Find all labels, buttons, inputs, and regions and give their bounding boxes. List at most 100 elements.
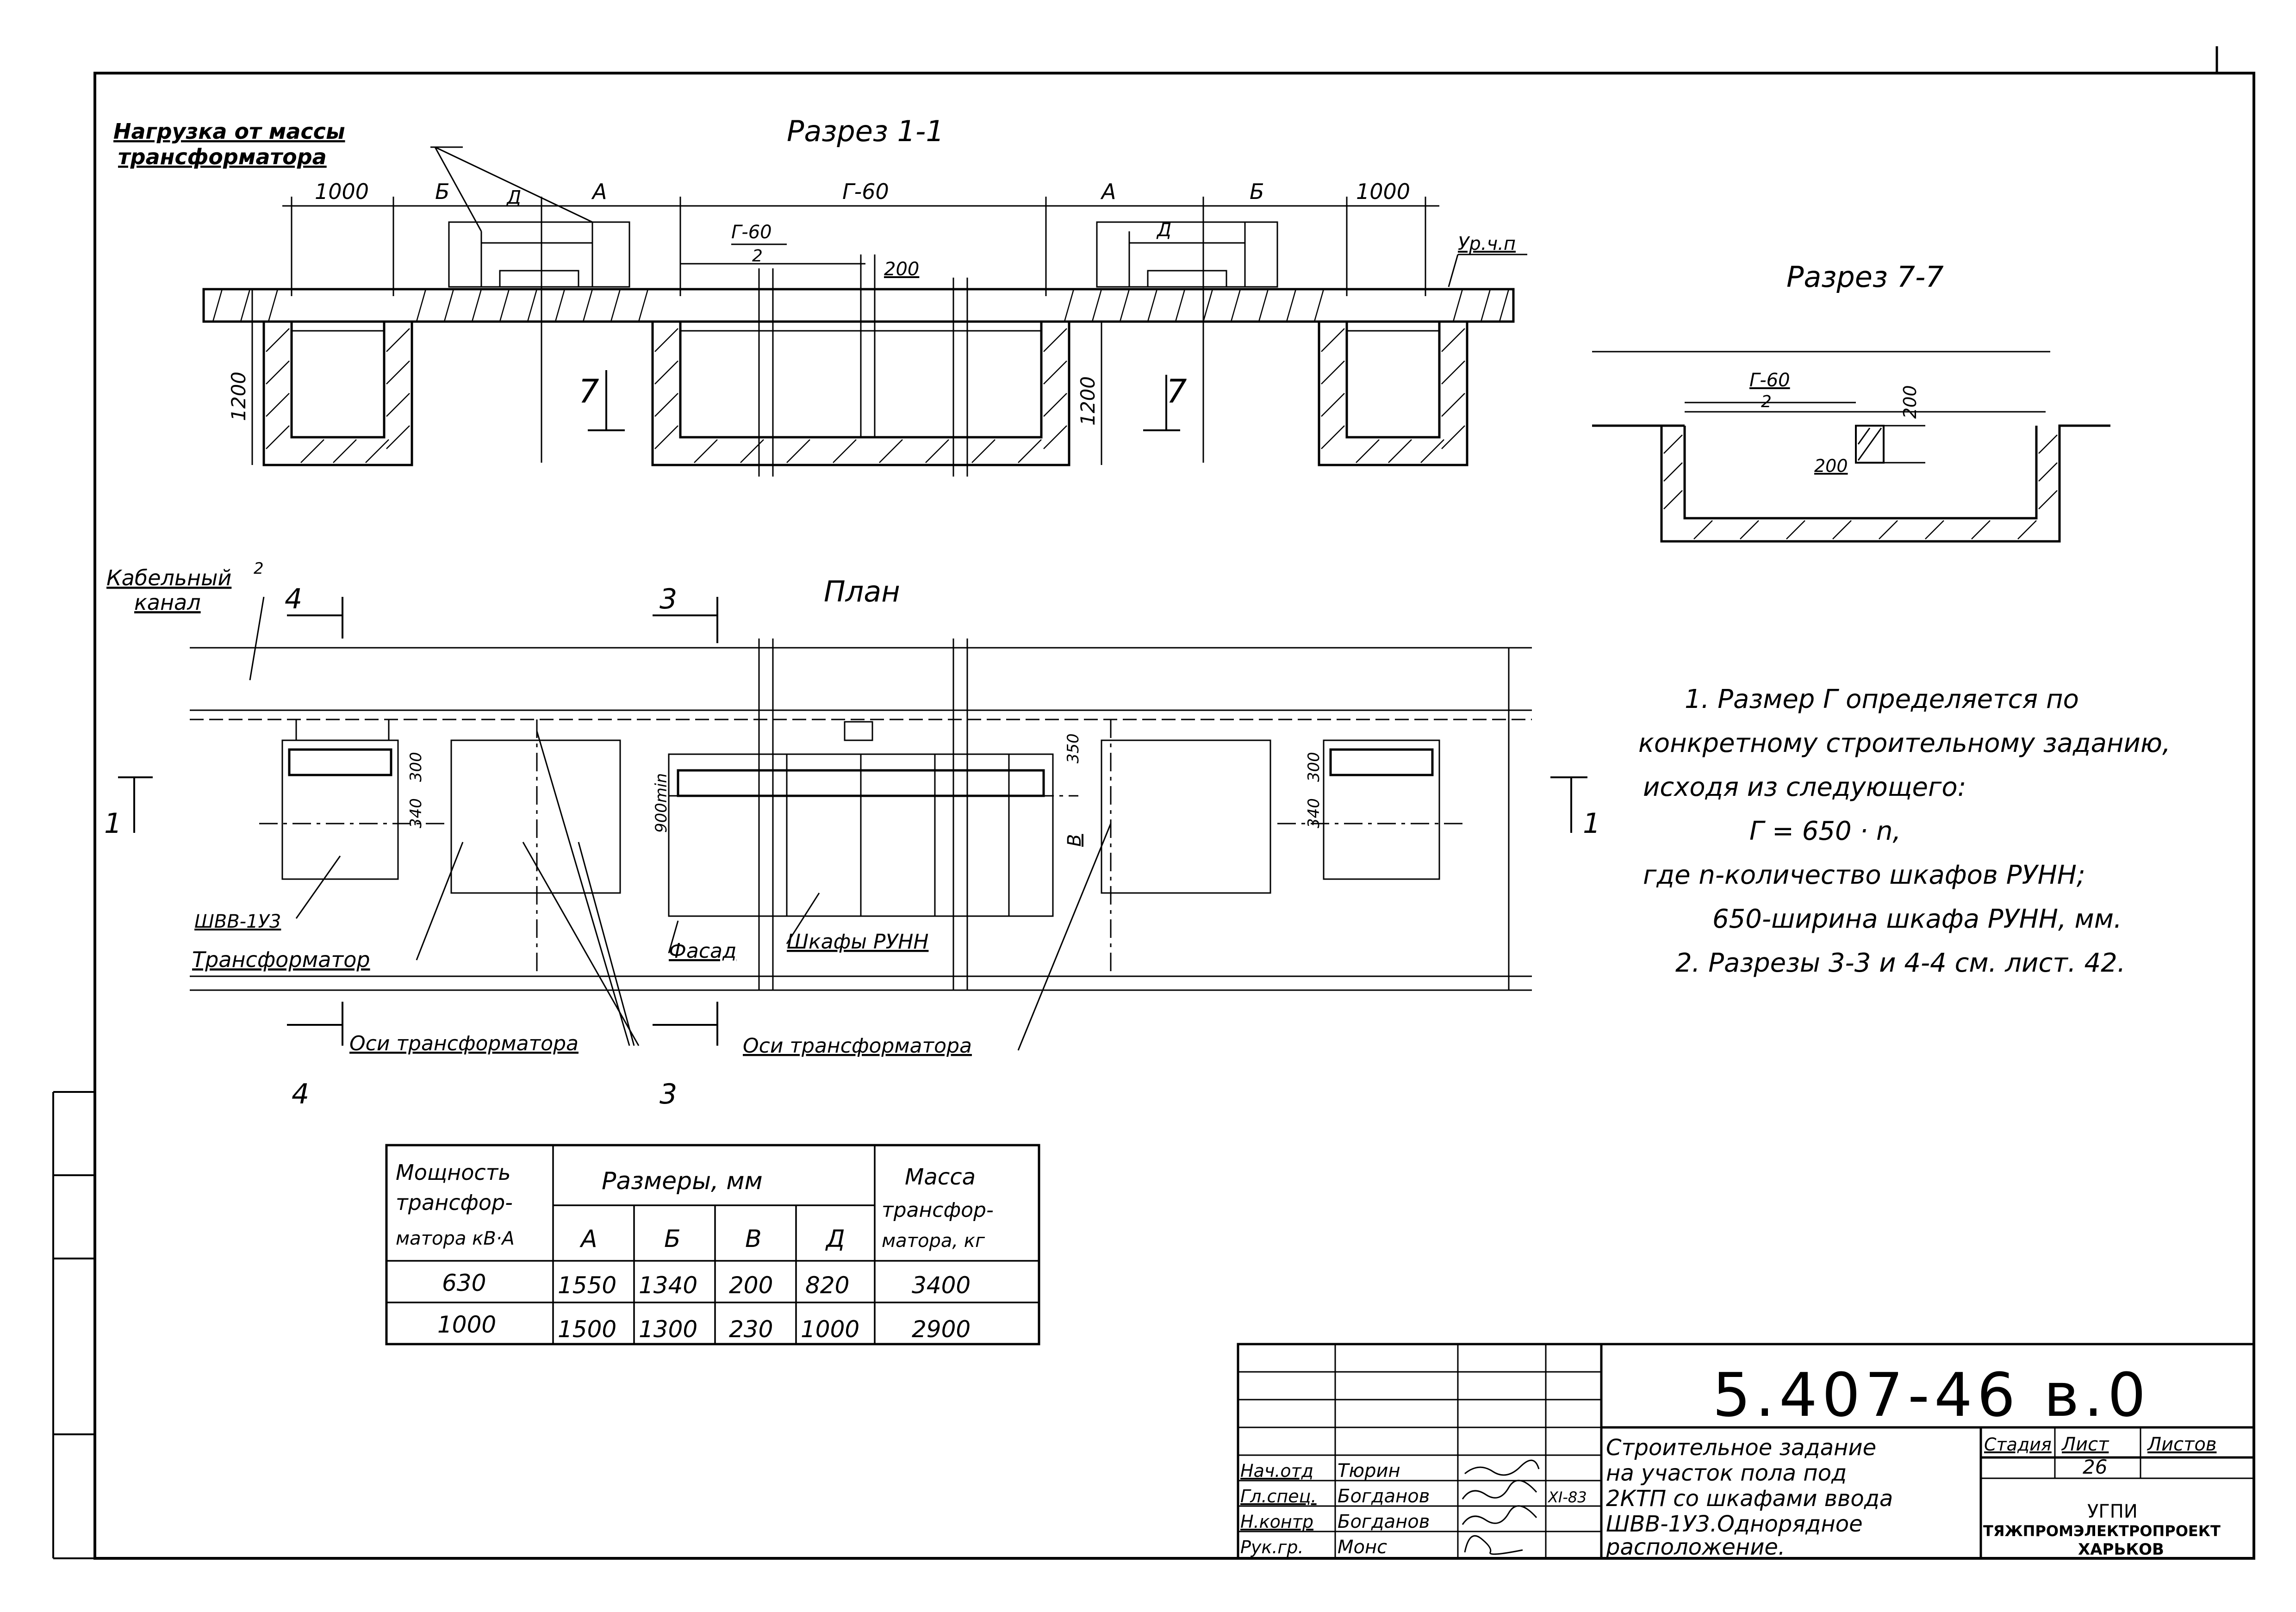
svg-text:трансфор-: трансфор- [396,1190,513,1215]
section-7-7: Разрез 7-7 Г-60 2 200 200 [1592,260,2110,543]
svg-text:3400: 3400 [912,1272,971,1299]
svg-text:ТЯЖПРОМЭЛЕКТРОПРОЕКТ: ТЯЖПРОМЭЛЕКТРОПРОЕКТ [1983,1522,2221,1540]
svg-text:3: 3 [660,1078,677,1110]
svg-text:трансфор-: трансфор- [882,1198,994,1222]
svg-text:1: 1 [1583,807,1600,840]
svg-text:Ур.ч.п: Ур.ч.п [1458,233,1516,254]
svg-text:300: 300 [407,752,425,782]
signatures [1462,1459,1540,1555]
svg-text:3: 3 [660,583,677,615]
svg-text:исходя из следующего:: исходя из следующего: [1643,772,1966,802]
svg-text:Б: Б [664,1225,681,1253]
svg-text:Шкафы РУНН: Шкафы РУНН [787,930,928,954]
svg-text:1340: 1340 [639,1272,697,1299]
svg-text:1000: 1000 [1356,179,1410,204]
svg-text:Нач.отд: Нач.отд [1240,1461,1313,1481]
svg-text:1200: 1200 [227,372,250,421]
svg-text:канал: канал [134,590,201,615]
section-1-1-title: Разрез 1-1 [787,114,944,148]
svg-text:Мощность: Мощность [396,1160,511,1185]
svg-text:Оси трансформатора: Оси трансформатора [349,1032,579,1055]
svg-text:А: А [579,1225,597,1253]
drawing-code: 5.407-46 в.0 [1712,1360,2150,1430]
svg-text:Н.контр: Н.контр [1240,1512,1313,1532]
svg-text:2КТП со шкафами ввода: 2КТП со шкафами ввода [1606,1486,1893,1512]
svg-text:820: 820 [805,1272,849,1299]
svg-text:7: 7 [1166,372,1187,410]
svg-text:Рук.гр.: Рук.гр. [1240,1537,1304,1557]
svg-text:Масса: Масса [905,1164,976,1190]
load-label-1: Нагрузка от массы [113,119,345,144]
svg-text:340: 340 [1305,798,1323,828]
svg-text:300: 300 [1305,752,1323,782]
svg-text:200: 200 [1900,385,1920,419]
svg-text:ХАРЬКОВ: ХАРЬКОВ [2078,1540,2164,1559]
svg-text:ШВВ-1У3: ШВВ-1У3 [194,911,281,932]
svg-text:на участок пола под: на участок пола под [1606,1460,1847,1486]
svg-text:1500: 1500 [558,1316,616,1343]
svg-text:А: А [1100,179,1116,204]
svg-text:Стадия: Стадия [1984,1434,2052,1455]
title-block: 5.407-46 в.0 Строительное задание на уча… [1237,1343,2255,1560]
svg-text:Богданов: Богданов [1338,1511,1430,1532]
svg-text:2. Разрезы 3-3 и 4-4 см. лист.: 2. Разрезы 3-3 и 4-4 см. лист. 42. [1675,948,2126,978]
svg-text:Размеры, мм: Размеры, мм [602,1167,763,1195]
svg-text:Тюрин: Тюрин [1338,1460,1400,1482]
svg-text:Кабельный: Кабельный [106,565,231,590]
table-row: 1000 1500 1300 230 1000 2900 [437,1311,971,1343]
svg-text:1000: 1000 [437,1311,496,1338]
svg-text:4: 4 [292,1078,309,1110]
svg-text:Оси трансформатора: Оси трансформатора [743,1034,972,1058]
svg-text:ШВВ-1У3.Однорядное: ШВВ-1У3.Однорядное [1606,1511,1863,1537]
svg-text:Г-60: Г-60 [842,179,889,204]
svg-text:2: 2 [752,247,763,266]
svg-text:Фасад: Фасад [669,939,736,963]
general-notes: 1. Размер Г определяется по конкретному … [1638,684,2171,978]
svg-text:Д: Д [506,187,521,208]
svg-text:1000: 1000 [801,1316,859,1343]
svg-text:Гл.спец.: Гл.спец. [1240,1486,1317,1507]
svg-text:где n-количество шкафов РУНН;: где n-количество шкафов РУНН; [1643,860,2085,890]
svg-text:Строительное задание: Строительное задание [1606,1435,1876,1461]
svg-text:1: 1 [104,807,122,840]
svg-text:1550: 1550 [558,1272,616,1299]
svg-text:Д: Д [1156,219,1171,241]
svg-text:Монс: Монс [1338,1537,1387,1558]
plan-title: План [824,575,900,608]
svg-text:340: 340 [407,798,425,828]
section-1-1: Разрез 1-1 Нагрузка от массы трансформат… [113,114,1527,477]
svg-text:2: 2 [1761,392,1772,411]
sheet-frame [93,72,2255,1560]
svg-text:1300: 1300 [639,1316,697,1343]
svg-text:7: 7 [579,372,599,410]
svg-text:Трансформатор: Трансформатор [192,947,370,972]
svg-text:В: В [1064,834,1085,847]
svg-text:Б: Б [435,179,450,204]
svg-text:4: 4 [285,583,302,615]
svg-text:200: 200 [729,1272,773,1299]
svg-text:Д: Д [825,1225,845,1253]
section-7-7-title: Разрез 7-7 [1786,260,1944,294]
svg-text:конкретному строительному зада: конкретному строительному заданию, [1638,728,2171,758]
svg-text:900min: 900min [652,773,671,833]
svg-text:630: 630 [442,1270,486,1296]
table-row: 630 1550 1340 200 820 3400 [442,1270,971,1299]
svg-text:матора, кг: матора, кг [882,1230,985,1252]
load-label-2: трансформатора [118,144,327,169]
transformer-table: Мощность трансфор- матора кВ·А Размеры, … [385,1144,1040,1345]
svg-text:1200: 1200 [1076,376,1099,426]
plan-view: План Кабельный 2 канал 4 3 4 3 1 1 [104,559,1600,1110]
svg-text:200: 200 [884,259,919,280]
left-margin-stamps [52,1091,95,1559]
svg-text:650-ширина шкафа РУНН, мм.: 650-ширина шкафа РУНН, мм. [1712,904,2122,934]
svg-text:расположение.: расположение. [1605,1534,1785,1560]
svg-text:Г = 650 · n,: Г = 650 · n, [1749,816,1901,846]
svg-text:26: 26 [2083,1456,2107,1478]
svg-text:200: 200 [1814,456,1848,476]
svg-text:Г-60: Г-60 [1749,370,1790,391]
svg-text:А: А [591,179,607,204]
svg-text:1000: 1000 [315,179,369,204]
svg-text:2: 2 [254,559,264,578]
svg-text:230: 230 [729,1316,773,1343]
